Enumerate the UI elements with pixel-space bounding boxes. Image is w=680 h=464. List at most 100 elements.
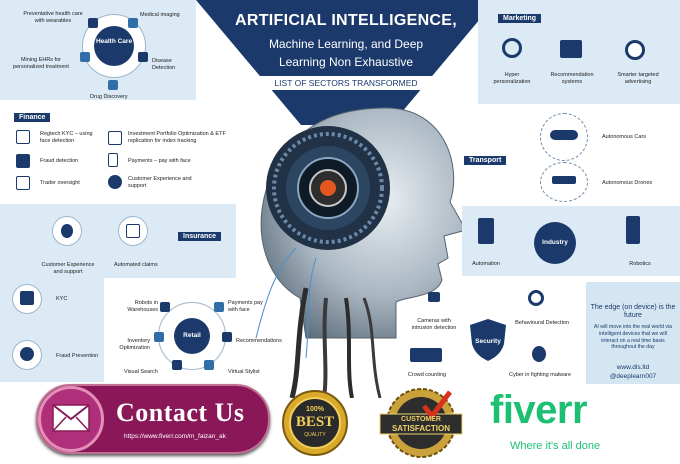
edge-site: www.dls.ltd <box>616 364 650 371</box>
transport-item-drones: Autonomous Drones <box>602 180 653 186</box>
edge-body: AI will move into the real world via int… <box>593 324 673 351</box>
autonomous-car-icon <box>550 130 578 140</box>
customer-support-icon <box>61 224 73 238</box>
malware-bug-icon <box>532 346 546 362</box>
customer-satisfaction-line1: CUSTOMER <box>401 416 441 423</box>
target-icon <box>625 40 645 60</box>
wearable-icon <box>88 18 98 28</box>
security-item-behavioural: Behavioural Detection <box>515 320 569 326</box>
retail-item-visual-search: Visual Search <box>124 369 158 375</box>
kyc-icon <box>20 291 34 305</box>
inventory-icon <box>154 332 164 342</box>
insurance-header: Insurance <box>178 232 222 241</box>
disease-icon <box>138 52 148 62</box>
finance-item-payments: Payments – pay with face <box>128 158 191 164</box>
stylist-icon <box>204 360 214 370</box>
industry-hub <box>534 222 576 264</box>
behaviour-icon <box>528 290 544 306</box>
retail-item-inventory: Inventory Optimization <box>119 338 150 351</box>
warehouse-robot-icon <box>160 302 170 312</box>
face-id-icon <box>16 130 30 144</box>
fiverr-tagline: Where it's all done <box>510 440 601 452</box>
security-item-cameras: Cameras with intrusion detection <box>411 318 457 331</box>
health-care-item-imaging: Medical imaging <box>140 12 180 18</box>
security-item-malware: Cyber in fighting malware <box>508 372 572 378</box>
security-item-crowd: Crowd counting <box>407 372 447 378</box>
finance-item-fraud: Fraud detection <box>40 158 79 164</box>
best-quality-top: 100% <box>306 406 324 413</box>
imaging-icon <box>128 18 138 28</box>
industry-item-automation: Automation <box>472 261 500 267</box>
health-care-hub-label: Health Care <box>95 38 133 45</box>
claims-circle <box>118 216 148 246</box>
crowd-icon <box>410 348 442 362</box>
marketing-header: Marketing <box>498 14 542 23</box>
finance-header: Finance <box>14 113 51 122</box>
edge-box <box>586 282 680 384</box>
customer-satisfaction-badge <box>379 388 463 458</box>
marketing-item-advertising: Smarter targeted advertising <box>617 72 659 85</box>
ehr-icon <box>80 52 90 62</box>
autonomous-drone-icon <box>552 176 576 184</box>
edge-handle: @deeplearn007 <box>609 373 657 380</box>
transport-header: Transport <box>464 156 507 165</box>
finance-item-kyc: Regtech KYC – using face detection <box>40 131 93 144</box>
contact-us-url[interactable]: https://www.fiverr.com/m_faizan_ak <box>124 433 226 440</box>
finance-item-support: Customer Experience and support <box>128 176 192 189</box>
best-quality-main: BEST <box>295 414 335 430</box>
fraud-monitor-icon <box>16 154 30 168</box>
retail-item-robots: Robots in Warehouses <box>127 300 158 313</box>
retail-item-stylist: Virtual Stylist <box>228 369 260 375</box>
insurance-item-kyc: KYC <box>56 296 68 302</box>
insurance-item-fraud: Fraud Prevention <box>56 353 99 359</box>
title-line1: ARTIFICIAL INTELLIGENCE, <box>234 12 457 29</box>
health-care-hub <box>94 26 134 66</box>
recommendation-icon <box>222 332 232 342</box>
marketing-item-recommendation: Recommendation systems <box>550 72 594 85</box>
title-line3: Learning Non Exhaustive <box>278 55 414 69</box>
finance-item-portfolio: Investment Portfolio Optimization & ETF … <box>128 131 226 144</box>
customer-satisfaction-line2: SATISFACTION <box>391 424 451 433</box>
insurance-item-support: Customer Experience and support <box>41 262 95 275</box>
health-care-item-ehr: Mining EHRs for personalized treatment <box>13 57 69 70</box>
face-payment-icon <box>214 302 224 312</box>
insurance-panel <box>0 204 236 278</box>
retail-item-recommendations: Recommendations <box>236 338 282 344</box>
title-line2: Machine Learning, and Deep <box>268 37 424 51</box>
recommendation-screen-icon <box>560 40 582 58</box>
security-shield <box>470 319 506 361</box>
retail-hub-label: Retail <box>183 332 201 339</box>
health-care-item-wearables: Preventative health care with wearables <box>23 11 83 24</box>
car-circle <box>540 113 588 161</box>
retail-hub <box>174 318 210 354</box>
transport-item-cars: Autonomous Cars <box>602 134 647 140</box>
finance-item-trader: Trader oversight <box>40 180 80 186</box>
health-care-item-disease: Disease Detection <box>152 58 176 71</box>
industry-hub-label: Industry <box>542 239 568 246</box>
fiverr-logo: fiverr <box>490 388 588 432</box>
camera-icon <box>428 292 440 302</box>
robot-icon <box>626 216 640 244</box>
claims-icon <box>126 224 140 238</box>
title-subbanner: LIST OF SECTORS TRANSFORMED <box>254 76 438 90</box>
support-agent-icon <box>108 175 122 189</box>
portfolio-icon <box>108 131 122 145</box>
retail-item-payments: Payments pay with face <box>228 300 263 313</box>
personalization-icon <box>502 38 522 58</box>
drug-icon <box>108 80 118 90</box>
best-quality-badge <box>282 390 348 456</box>
trader-icon <box>16 176 30 190</box>
fraud-prevention-icon <box>20 347 34 361</box>
contact-us-label[interactable]: Contact Us <box>116 398 245 427</box>
security-hub-label: Security <box>475 338 501 345</box>
best-quality-bottom: QUALITY <box>304 432 326 438</box>
drone-circle <box>540 162 588 202</box>
ai-head-illustration <box>255 107 467 398</box>
health-care-item-drug: Drug Discovery <box>90 94 128 100</box>
robot-arm-icon <box>478 218 494 244</box>
visual-search-icon <box>172 360 182 370</box>
title-banner <box>196 0 496 125</box>
edge-title: The edge (on device) is the future <box>590 304 676 320</box>
phone-pay-icon <box>108 153 118 167</box>
mail-icon <box>52 404 90 432</box>
